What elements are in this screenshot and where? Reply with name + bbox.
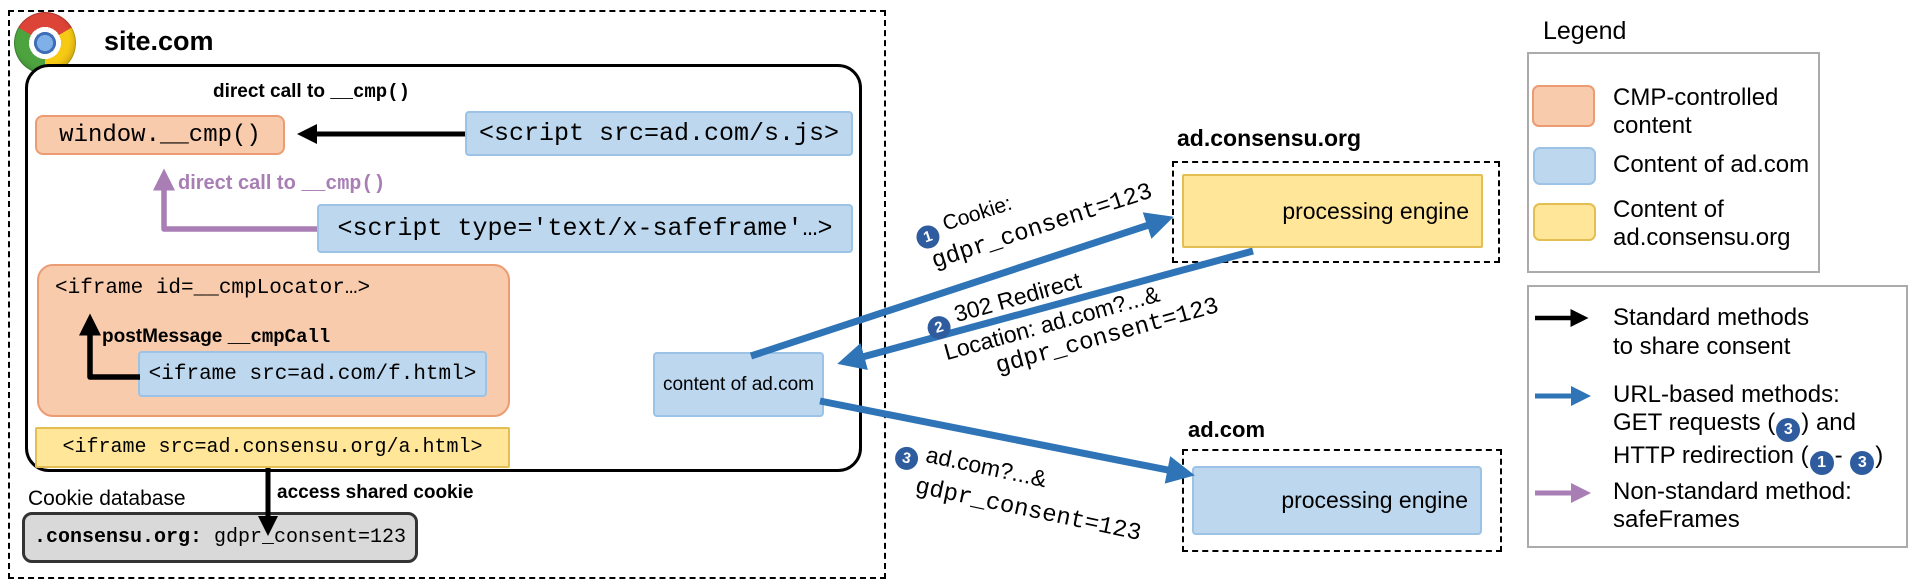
iframe-ahtml-box: <iframe src=ad.consensu.org/a.html> <box>35 427 510 468</box>
legend-label-cmp: CMP-controlled content <box>1613 84 1779 139</box>
postmessage-prefix: postMessage <box>102 326 228 347</box>
legend-title: Legend <box>1543 17 1627 45</box>
cookie-db-label: Cookie database <box>28 487 186 510</box>
legend-swatch-consensu <box>1533 203 1596 241</box>
legend-label-adcom: Content of ad.com <box>1613 151 1810 178</box>
postmessage-code: __cmpCall <box>227 326 331 348</box>
direct-call-prefix: direct call to <box>213 81 331 102</box>
legend-badge-3a: 3 <box>1776 418 1801 442</box>
window-cmp-box: window.__cmp() <box>35 115 285 155</box>
direct-call-label: direct call to __cmp() <box>213 81 410 103</box>
legend-label-consensu: Content of ad.consensu.org <box>1613 196 1791 251</box>
cookie-entry-box: .consensu.org: gdpr_consent=123 <box>22 512 418 563</box>
chrome-browser-icon <box>14 12 76 74</box>
consensu-processing-engine: processing engine <box>1182 174 1483 248</box>
cookie-value: gdpr_consent=123 <box>201 526 407 549</box>
direct-call-code: __cmp() <box>330 81 411 103</box>
legend-url-methods: URL-based methods: GET requests (3) and … <box>1613 381 1883 475</box>
site-domain-label: site.com <box>104 26 214 56</box>
content-of-adcom-box: content of ad.com <box>653 352 824 417</box>
script-safeframe-box: <script type='text/x-safeframe'…> <box>317 204 853 253</box>
script-sjs-box: <script src=ad.com/s.js> <box>465 111 853 156</box>
direct-call-safeframe-prefix: direct call to <box>178 172 302 194</box>
adcom-server-title: ad.com <box>1188 417 1266 442</box>
legend-nonstandard-method: Non-standard method: safeFrames <box>1613 478 1852 533</box>
legend-standard-methods: Standard methods to share consent <box>1613 304 1810 360</box>
legend-badge-3b: 3 <box>1850 451 1875 475</box>
flow-3-number-badge: 3 <box>892 444 921 473</box>
access-shared-cookie-label: access shared cookie <box>277 482 474 503</box>
consensu-server-border <box>1172 161 1500 263</box>
legend-swatch-cmp <box>1532 85 1595 127</box>
legend-methods-box <box>1527 285 1908 548</box>
legend-swatch-adcom <box>1533 147 1596 185</box>
adcom-processing-engine: processing engine <box>1192 466 1482 535</box>
direct-call-safeframe-label: direct call to __cmp() <box>178 172 385 196</box>
legend-badge-1: 1 <box>1809 451 1834 475</box>
cookie-domain: .consensu.org: <box>33 526 202 549</box>
consensu-server-title: ad.consensu.org <box>1177 125 1362 151</box>
direct-call-safeframe-code: __cmp() <box>301 173 386 196</box>
iframe-locator-text: <iframe id=__cmpLocator…> <box>55 277 371 300</box>
adcom-server-border <box>1182 449 1502 552</box>
postmessage-label: postMessage __cmpCall <box>102 326 330 348</box>
iframe-fhtml-box: <iframe src=ad.com/f.html> <box>138 351 487 397</box>
